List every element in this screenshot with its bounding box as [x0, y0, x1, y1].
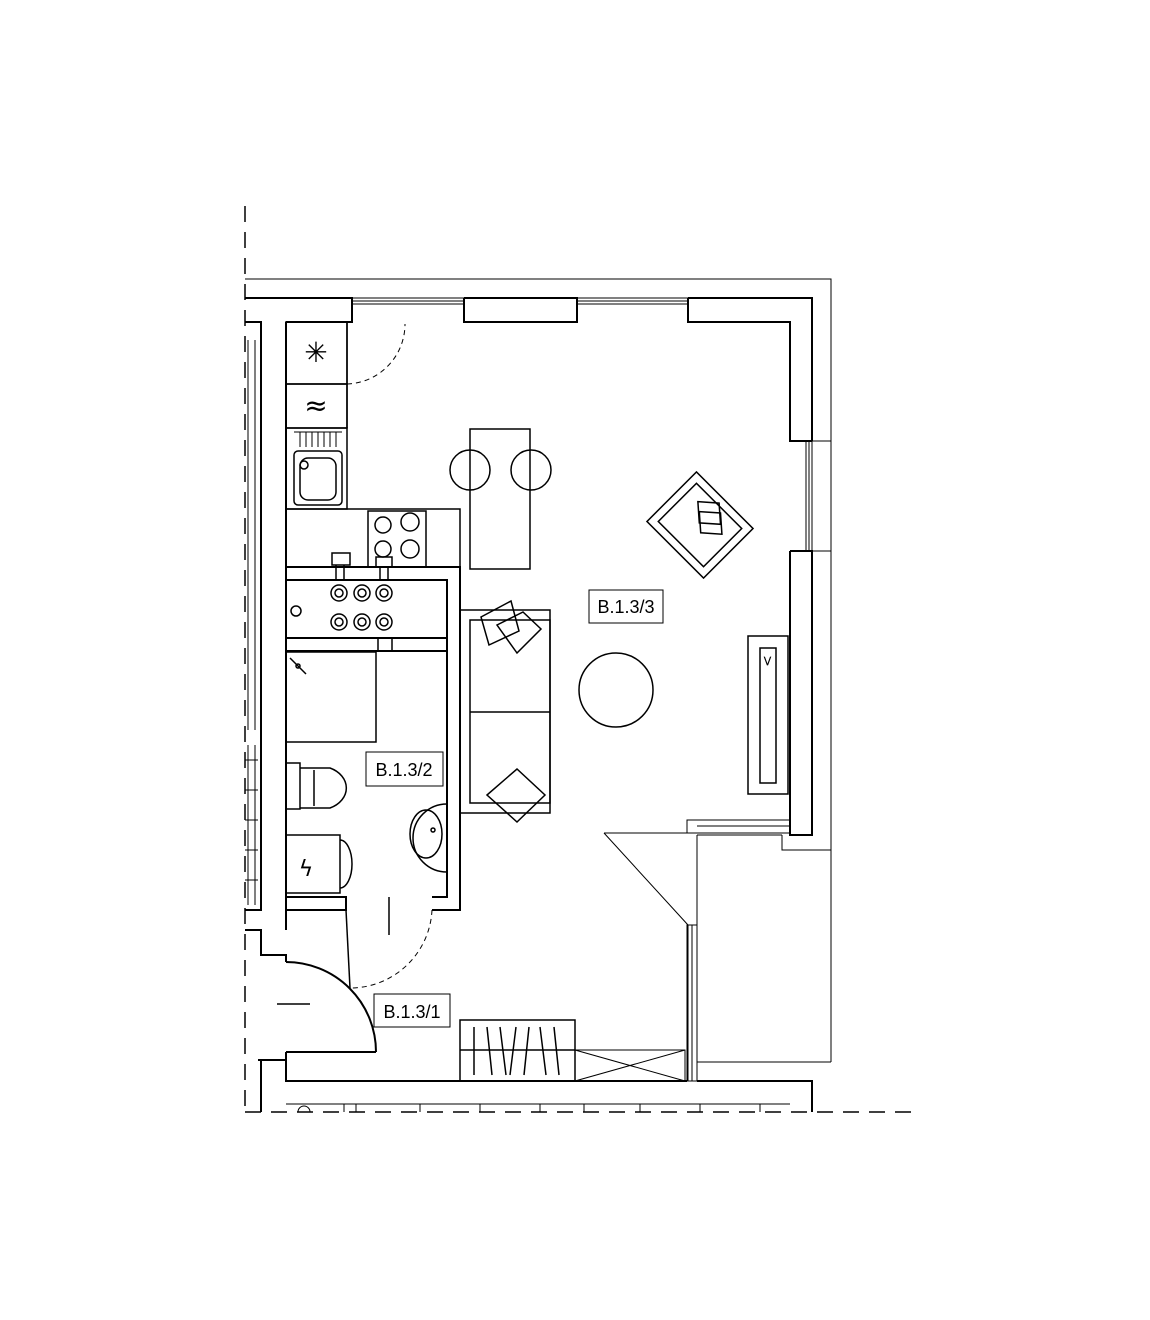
- shaft: [290, 552, 393, 651]
- hall-wardrobe: [459, 1019, 576, 1082]
- room-label-b133: B.1.3/3: [588, 589, 664, 624]
- entrance-door: [277, 909, 377, 1053]
- svg-text:B.1.3/3: B.1.3/3: [597, 597, 654, 617]
- building-outline: [245, 278, 832, 1063]
- washer-icon: ≈: [304, 389, 327, 422]
- neighbor-edge: [286, 1103, 790, 1113]
- windows: [351, 297, 832, 552]
- exterior-walls: [245, 297, 813, 1112]
- axis-lines: [244, 206, 920, 1115]
- toilet: [285, 762, 348, 810]
- wardrobe-mark-icon: >: [759, 655, 775, 667]
- washing-machine: [285, 834, 353, 894]
- balcony-door: [603, 819, 791, 1082]
- fridge-icon: ✳: [304, 336, 327, 369]
- left-wall-details: [245, 340, 258, 905]
- storage-box: [574, 1049, 686, 1082]
- bathroom-door: [351, 897, 433, 989]
- sofa: [459, 599, 551, 824]
- washbasin: [409, 803, 448, 873]
- electric-icon: ϟ: [299, 857, 314, 882]
- svg-text:B.1.3/1: B.1.3/1: [383, 1002, 440, 1022]
- room-label-b131: B.1.3/1: [373, 993, 451, 1028]
- shower: [286, 651, 377, 743]
- kitchen-counter: [285, 321, 461, 567]
- dish-rack: [294, 431, 342, 447]
- coffee-table: [578, 652, 654, 728]
- dining-table: [449, 428, 552, 570]
- room-label-b132: B.1.3/2: [365, 751, 444, 787]
- tv-cabinet: [747, 635, 789, 795]
- fridge-door-swing: [346, 323, 406, 385]
- cooktop: [367, 510, 427, 568]
- armchair: [645, 470, 755, 580]
- svg-text:B.1.3/2: B.1.3/2: [375, 760, 432, 780]
